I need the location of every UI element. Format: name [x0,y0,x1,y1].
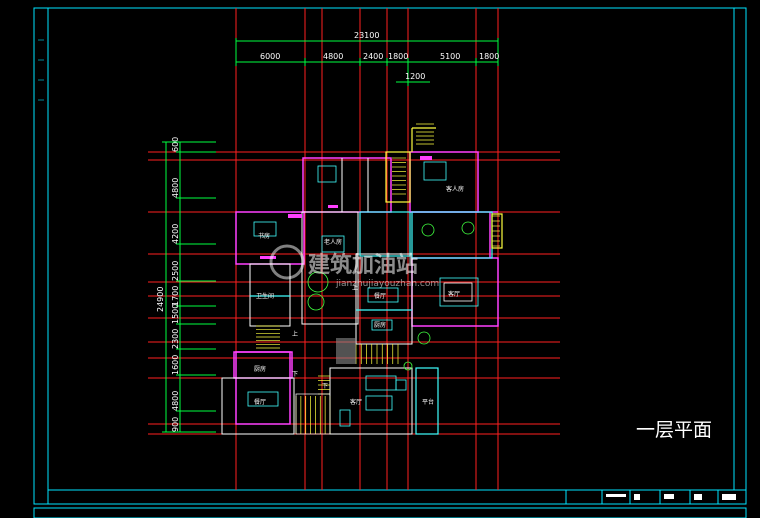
dim-left-7: 2300 [171,329,180,349]
dim-left-6: 1500 [171,304,180,324]
dim-left-9: 4800 [171,391,180,411]
furniture [247,161,479,427]
dim-left-4: 2500 [171,261,180,281]
dim-left-3: 4200 [171,224,180,244]
plants [307,221,475,371]
axis-grid [148,8,560,490]
magenta-doors [260,156,432,259]
label-kitchen-2: 厨房 [254,365,266,373]
dim-seg-1: 6000 [260,52,280,61]
drawing-title: 一层平面 [636,419,712,441]
dim-seg-4: 1800 [388,52,408,61]
label-kitchen-1: 厨房 [374,321,386,329]
label-down-2: 下 [322,383,328,390]
label-living-1: 客厅 [448,290,460,298]
dim-left-1: 600 [171,137,180,152]
dim-overall: 23100 [354,31,379,40]
dim-seg-3: 2400 [363,52,383,61]
dim-sub: 1200 [405,72,425,81]
label-dining-2: 餐厅 [254,398,266,406]
dim-left-2: 4800 [171,178,180,198]
label-terrace: 平台 [422,398,434,406]
dim-left-10: 900 [171,417,180,432]
title-block-details [606,494,736,500]
entry-porch [295,393,331,435]
drawing-frame [33,7,747,518]
label-guest-room: 客人房 [446,185,464,193]
label-study: 书房 [258,232,270,240]
dim-left-5: 1700 [171,286,180,306]
room-labels: 书房 老人房 客人房 卫生间 餐厅 客厅 厨房 厨房 餐厅 客厅 平台 上 下 … [254,185,464,406]
dim-seg-5: 5100 [440,52,460,61]
label-bath: 卫生间 [256,292,274,300]
building-walls [221,127,503,435]
dim-seg-2: 4800 [323,52,343,61]
watermark: 建筑加油站 jianzhujiayouzhan.com [269,244,439,289]
watermark-text: 建筑加油站 [308,252,418,278]
dim-left-8: 1600 [171,355,180,375]
top-dimension-text: 23100 6000 4800 2400 1800 5100 1800 1200 [260,31,499,81]
label-up-2: 上 [352,284,358,292]
paving-pattern [336,338,356,364]
dim-seg-6: 1800 [479,52,499,61]
stairs [256,123,500,434]
label-elder-room: 老人房 [324,238,342,246]
vertical-dimension-ticks [176,141,216,433]
left-binding-strip [38,39,44,101]
label-up-1: 上 [292,330,298,338]
dimension-lines [162,38,499,433]
label-dining-1: 餐厅 [374,292,386,300]
watermark-logo-icon [269,244,305,280]
label-down-1: 下 [292,371,298,378]
left-dimension-text: 24900 600 4800 4200 2500 1700 1500 2300 … [156,137,180,432]
dim-left-overall: 24900 [156,287,165,312]
label-living-2: 客厅 [350,398,362,406]
watermark-url: jianzhujiayouzhan.com [335,279,439,289]
